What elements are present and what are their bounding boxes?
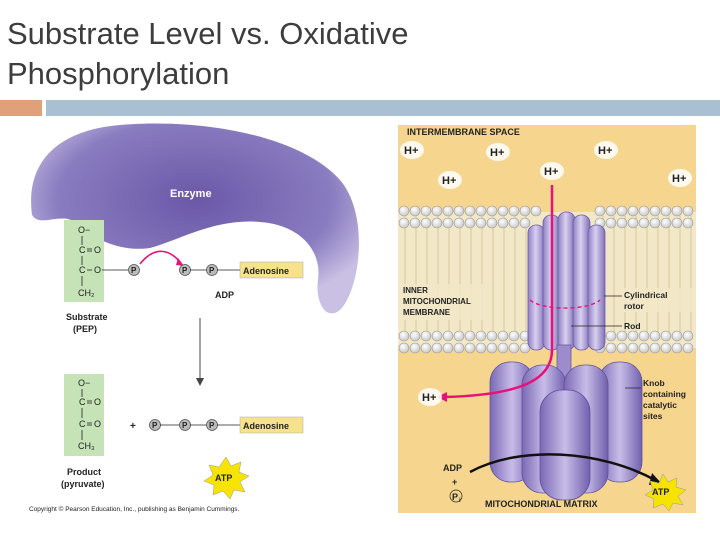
intermembrane-space-label: INTERMEMBRANE SPACE: [407, 127, 520, 137]
h-plus-6: H+: [672, 173, 686, 185]
pep-oxygen-minus: O−: [78, 225, 90, 235]
copyright-notice: Copyright © Pearson Education, Inc., pub…: [29, 506, 239, 513]
pyr-carbon-2: C: [79, 419, 86, 429]
pi-label: P: [452, 492, 458, 502]
adenosine-top-label: Adenosine: [243, 266, 289, 276]
catalytic-knob: [490, 362, 642, 500]
substrate-level-panel: Enzyme O− C O C O CH₂ P P P: [31, 123, 359, 499]
pep-ch2: CH₂: [78, 288, 95, 298]
cylindrical-rotor-line1: Cylindrical: [624, 290, 667, 300]
substrate-label-line1: Substrate: [66, 312, 108, 322]
pyr-oxygen-ketone: O: [94, 419, 101, 429]
inner-membrane-line2: MITOCHONDRIAL: [403, 297, 471, 306]
phosphate-transfer-arrow: [140, 251, 180, 264]
pyr-ch3: CH₃: [78, 441, 95, 451]
pep-oxygen-double: O: [94, 245, 101, 255]
cylindrical-rotor: [528, 212, 605, 350]
h-plus-1: H+: [404, 145, 418, 157]
phosphate-adp-2-label: P: [209, 266, 215, 275]
knob-label-line4: sites: [643, 411, 663, 421]
matrix-label: MITOCHONDRIAL MATRIX: [485, 499, 598, 509]
pep-oxygen-single: O: [94, 265, 101, 275]
phosphate-atp-3-label: P: [209, 421, 215, 430]
inner-membrane-line1: INNER: [403, 286, 428, 295]
h-plus-7: H+: [422, 392, 436, 404]
phosphate-atp-2-label: P: [182, 421, 188, 430]
plus-sign: +: [130, 421, 136, 432]
atp-label-left: ATP: [215, 473, 232, 483]
oxidative-panel: INTERMEMBRANE SPACE: [398, 125, 696, 513]
substrate-label-line2: (PEP): [73, 324, 97, 334]
rod-label: Rod: [624, 321, 641, 331]
phosphate-pep-label: P: [131, 266, 137, 275]
pep-carbon-1: C: [79, 245, 86, 255]
adenosine-bottom-label: Adenosine: [243, 421, 289, 431]
adp-label: ADP: [215, 290, 234, 300]
pep-carbon-2: C: [79, 265, 86, 275]
atp-label-right: ATP: [652, 487, 669, 497]
phosphate-adp-1-label: P: [182, 266, 188, 275]
pyr-carbon-1: C: [79, 397, 86, 407]
phosphate-atp-1-label: P: [152, 421, 158, 430]
reaction-arrow-head: [196, 378, 204, 386]
product-label-line1: Product: [67, 467, 101, 477]
knob-label-line2: containing: [643, 389, 686, 399]
pyr-oxygen-minus: O−: [78, 378, 90, 388]
enzyme-label: Enzyme: [170, 188, 212, 200]
knob-label-line3: catalytic: [643, 400, 677, 410]
adp-right-label: ADP: [443, 463, 462, 473]
h-plus-5: H+: [442, 175, 456, 187]
knob-label-line1: Knob: [643, 378, 665, 388]
product-label-line2: (pyruvate): [61, 479, 105, 489]
inner-membrane-line3: MEMBRANE: [403, 308, 451, 317]
adp-plus: +: [452, 477, 457, 487]
h-plus-4: H+: [598, 145, 612, 157]
cylindrical-rotor-line2: rotor: [624, 301, 645, 311]
pyr-oxygen-double: O: [94, 397, 101, 407]
h-plus-2: H+: [490, 147, 504, 159]
h-plus-3: H+: [544, 166, 558, 178]
